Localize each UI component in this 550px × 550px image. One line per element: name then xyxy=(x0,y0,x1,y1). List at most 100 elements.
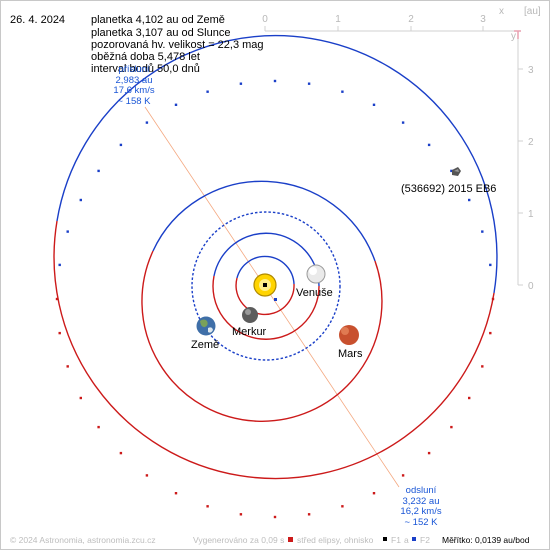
orbit-point-marker xyxy=(55,297,59,301)
copyright-text: © 2024 Astronomia, astronomia.zcu.cz xyxy=(10,535,156,545)
x-axis-letter: x xyxy=(499,6,504,17)
date-label: 26. 4. 2024 xyxy=(10,14,66,26)
perihelion-temperature: ~ 158 K xyxy=(117,95,151,107)
asteroid-label: (536692) 2015 EB6 xyxy=(401,183,496,195)
mercury-icon xyxy=(242,307,258,323)
orbit-point-marker xyxy=(58,263,61,267)
orbit-point-marker xyxy=(489,331,492,335)
orbit-point-marker xyxy=(489,263,492,267)
mars-orbit-below xyxy=(141,250,383,422)
venus-label: Venuše xyxy=(296,287,333,299)
aphelion-temperature: ~ 152 K xyxy=(404,516,438,528)
orbit-point-marker xyxy=(206,90,209,93)
orbit-point-marker xyxy=(97,169,100,173)
perihelion-title: přísluní xyxy=(118,64,150,75)
orbit-point-marker xyxy=(307,513,311,516)
orbit-point-markers xyxy=(55,79,495,519)
orbit-point-marker xyxy=(206,505,209,508)
mercury-label: Merkur xyxy=(232,326,267,338)
y-tick-label: 1 xyxy=(528,209,534,220)
info-line: oběžná doba 5,478 let xyxy=(91,51,200,63)
orbit-point-marker xyxy=(427,143,431,147)
axis-frame xyxy=(264,26,523,286)
info-line: planetka 4,102 au od Země xyxy=(91,14,225,26)
orbit-point-marker xyxy=(372,103,376,106)
orbit-point-marker xyxy=(307,82,311,85)
apsis-line xyxy=(144,106,400,488)
mars-label: Mars xyxy=(338,348,363,360)
orbit-point-marker xyxy=(239,513,243,516)
orbit-point-marker xyxy=(372,492,376,495)
venus-orbit-below xyxy=(212,275,320,340)
orbit-point-marker xyxy=(79,396,82,400)
y-axis-marker xyxy=(514,30,521,39)
y-axis-letter: y xyxy=(511,31,516,42)
x-tick-label: 2 xyxy=(408,14,414,25)
legend-f1-label: F1 xyxy=(391,535,401,545)
orbit-point-marker xyxy=(491,297,495,301)
generation-time: Vygenerováno za 0,09 s xyxy=(193,535,285,545)
y-tick-label: 3 xyxy=(528,65,534,76)
aphelion-speed: 16,2 km/s xyxy=(400,506,442,517)
earth-label: Země xyxy=(191,339,219,351)
x-tick-label: 1 xyxy=(335,14,341,25)
mars-icon xyxy=(339,325,359,345)
orbit-point-marker xyxy=(341,505,344,508)
sun-icon xyxy=(253,273,277,297)
info-line: pozorovaná hv. velikost = 22,3 mag xyxy=(91,39,264,51)
orbit-point-marker xyxy=(97,425,100,429)
orbit-point-marker xyxy=(401,121,405,124)
legend-f1-swatch xyxy=(383,537,387,541)
orbit-point-marker xyxy=(66,365,69,368)
orbit-point-marker xyxy=(273,515,277,519)
mars-orbit-above xyxy=(152,180,376,262)
aphelion-info: odsluní 3,232 au 16,2 km/s ~ 152 K xyxy=(386,485,456,528)
legend-center-label: střed elipsy, ohnisko xyxy=(297,535,374,545)
orbit-point-marker xyxy=(450,169,453,173)
orbit-point-marker xyxy=(273,79,277,83)
venus-icon xyxy=(306,264,326,284)
legend-f2-label: F2 xyxy=(420,535,430,545)
perihelion-distance: 2,983 au xyxy=(115,74,153,86)
info-line: planetka 3,107 au od Slunce xyxy=(91,27,231,39)
aphelion-title: odsluní xyxy=(405,485,437,496)
orbit-point-marker xyxy=(174,103,178,106)
info-line: interval bodů 50,0 dnů xyxy=(91,63,200,75)
mercury-orbit-below xyxy=(235,277,295,316)
orbit-point-marker xyxy=(401,474,405,477)
asteroid-orbit-below xyxy=(53,220,495,480)
orbit-point-marker xyxy=(145,121,149,124)
orbit-point-marker xyxy=(481,365,484,368)
orbit-point-marker xyxy=(427,451,431,455)
earth-orbit xyxy=(191,211,341,361)
legend-f2-swatch xyxy=(412,537,416,541)
axis-unit: [au] xyxy=(524,6,541,17)
orbit-point-marker xyxy=(119,143,123,147)
legend-center-swatch xyxy=(288,537,293,542)
orbit-point-marker xyxy=(341,90,344,93)
earth-icon xyxy=(196,316,216,336)
orbit-point-marker xyxy=(450,425,453,429)
asteroid-icon xyxy=(452,167,461,176)
scale-label: Měřítko: 0,0139 au/bod xyxy=(442,535,530,545)
orbit-point-marker xyxy=(468,396,471,400)
orbit-point-marker xyxy=(119,451,123,455)
mercury-orbit-above xyxy=(236,255,295,285)
orbit-point-marker xyxy=(79,198,82,202)
orbit-point-marker xyxy=(58,331,61,335)
orbit-point-marker xyxy=(468,198,471,202)
y-tick-label: 2 xyxy=(528,137,534,148)
y-tick-label: 0 xyxy=(528,281,534,292)
ellipse-center-marker xyxy=(274,298,277,301)
orbit-point-marker xyxy=(239,82,243,85)
orbit-point-marker xyxy=(481,230,484,233)
asteroid-orbit-above xyxy=(56,34,498,294)
x-tick-label: 0 xyxy=(262,14,268,25)
legend-a-label: a xyxy=(404,535,409,545)
aphelion-distance: 3,232 au xyxy=(402,495,440,507)
orbit-point-marker xyxy=(174,492,178,495)
x-tick-label: 3 xyxy=(480,14,486,25)
perihelion-speed: 17,6 km/s xyxy=(113,85,155,96)
orbit-point-marker xyxy=(145,474,149,477)
